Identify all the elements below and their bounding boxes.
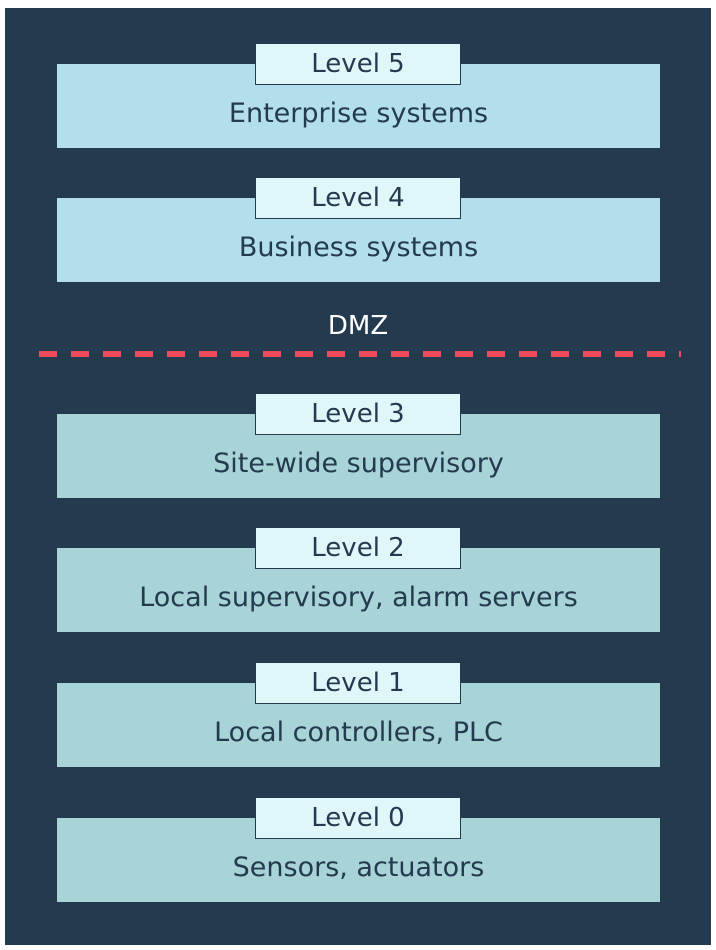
level-2-tag: Level 2: [255, 527, 461, 569]
level-1-tag: Level 1: [255, 662, 461, 704]
level-5-tag: Level 5: [255, 43, 461, 85]
level-2-description: Local supervisory, alarm servers: [139, 582, 578, 613]
level-0-tag: Level 0: [255, 797, 461, 839]
level-1-description: Local controllers, PLC: [214, 717, 503, 748]
level-5-description: Enterprise systems: [228, 98, 489, 129]
dmz-divider-line: [39, 351, 681, 357]
level-3-description: Site-wide supervisory: [213, 448, 504, 479]
dmz-label: DMZ: [327, 311, 389, 341]
level-4-tag: Level 4: [255, 177, 461, 219]
level-1-box: Level 1 Local controllers, PLC: [57, 662, 660, 767]
purdue-model-panel: Level 5 Enterprise systems Level 4 Busin…: [5, 8, 711, 945]
level-3-box: Level 3 Site-wide supervisory: [57, 393, 660, 498]
level-0-description: Sensors, actuators: [232, 852, 485, 883]
level-2-box: Level 2 Local supervisory, alarm servers: [57, 527, 660, 632]
level-0-box: Level 0 Sensors, actuators: [57, 797, 660, 902]
level-3-tag: Level 3: [255, 393, 461, 435]
level-5-box: Level 5 Enterprise systems: [57, 43, 660, 148]
level-4-description: Business systems: [238, 232, 479, 263]
level-4-box: Level 4 Business systems: [57, 177, 660, 282]
